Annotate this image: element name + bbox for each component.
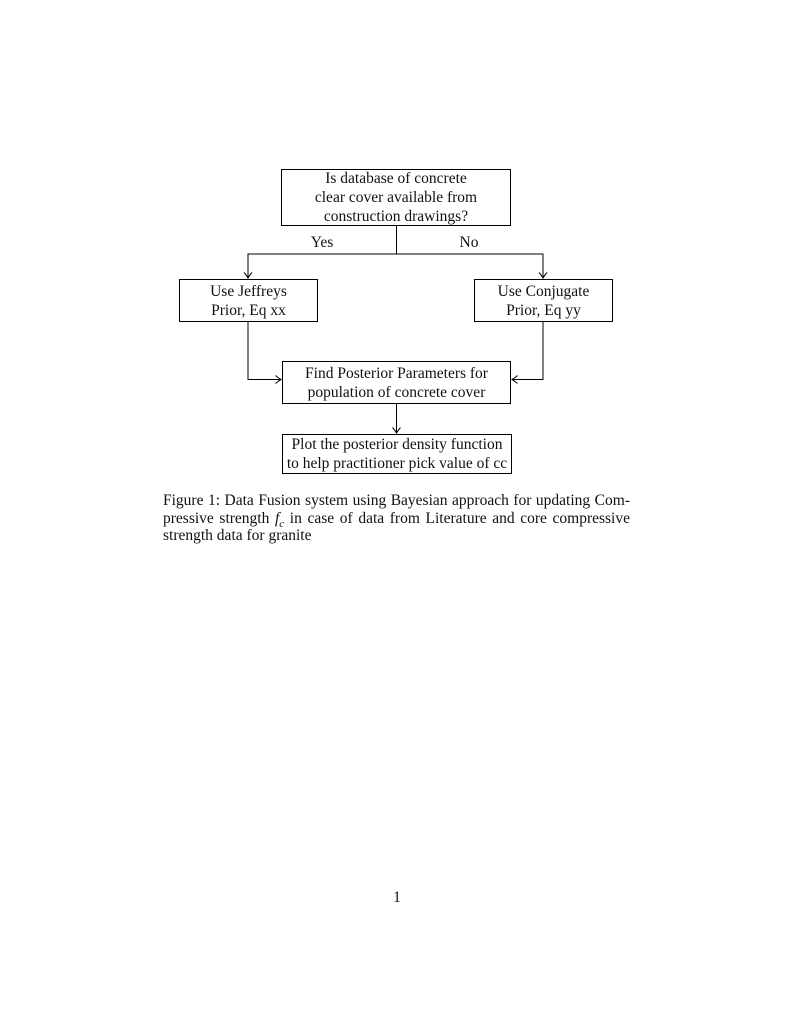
figure-caption: Figure 1: Data Fusion system using Bayes… — [163, 492, 630, 545]
connector-conjugate-to-posterior — [512, 321, 544, 380]
fc-subscript: c — [279, 517, 285, 530]
flowchart-node-plot-density: Plot the posterior density function to h… — [282, 434, 512, 474]
connector-jeffreys-to-posterior — [247, 321, 281, 380]
edge-label-no: No — [459, 234, 479, 251]
flowchart-node-conjugate-prior: Use Conjugate Prior, Eq yy — [474, 279, 613, 322]
fc-symbol: fc — [274, 509, 285, 530]
edge-label-yes: Yes — [310, 234, 334, 251]
figure-caption-line1: Figure 1: Data Fusion system using Bayes… — [163, 492, 630, 509]
flowchart-node-posterior-parameters: Find Posterior Parameters for population… — [282, 361, 511, 404]
figure-caption-line3: strength data for granite — [163, 527, 312, 544]
figure-caption-line2: pressive strength fc in case of data fro… — [163, 509, 630, 530]
figure-caption-line2-post: in case of data from Literature and core… — [284, 509, 630, 527]
fc-base: f — [274, 509, 280, 527]
figure-caption-line2-pre: pressive strength — [163, 509, 275, 527]
flowchart-node-jeffreys-prior: Use Jeffreys Prior, Eq xx — [179, 279, 318, 322]
flowchart-node-decision: Is database of concrete clear cover avai… — [281, 169, 511, 226]
page-number: 1 — [393, 889, 401, 906]
